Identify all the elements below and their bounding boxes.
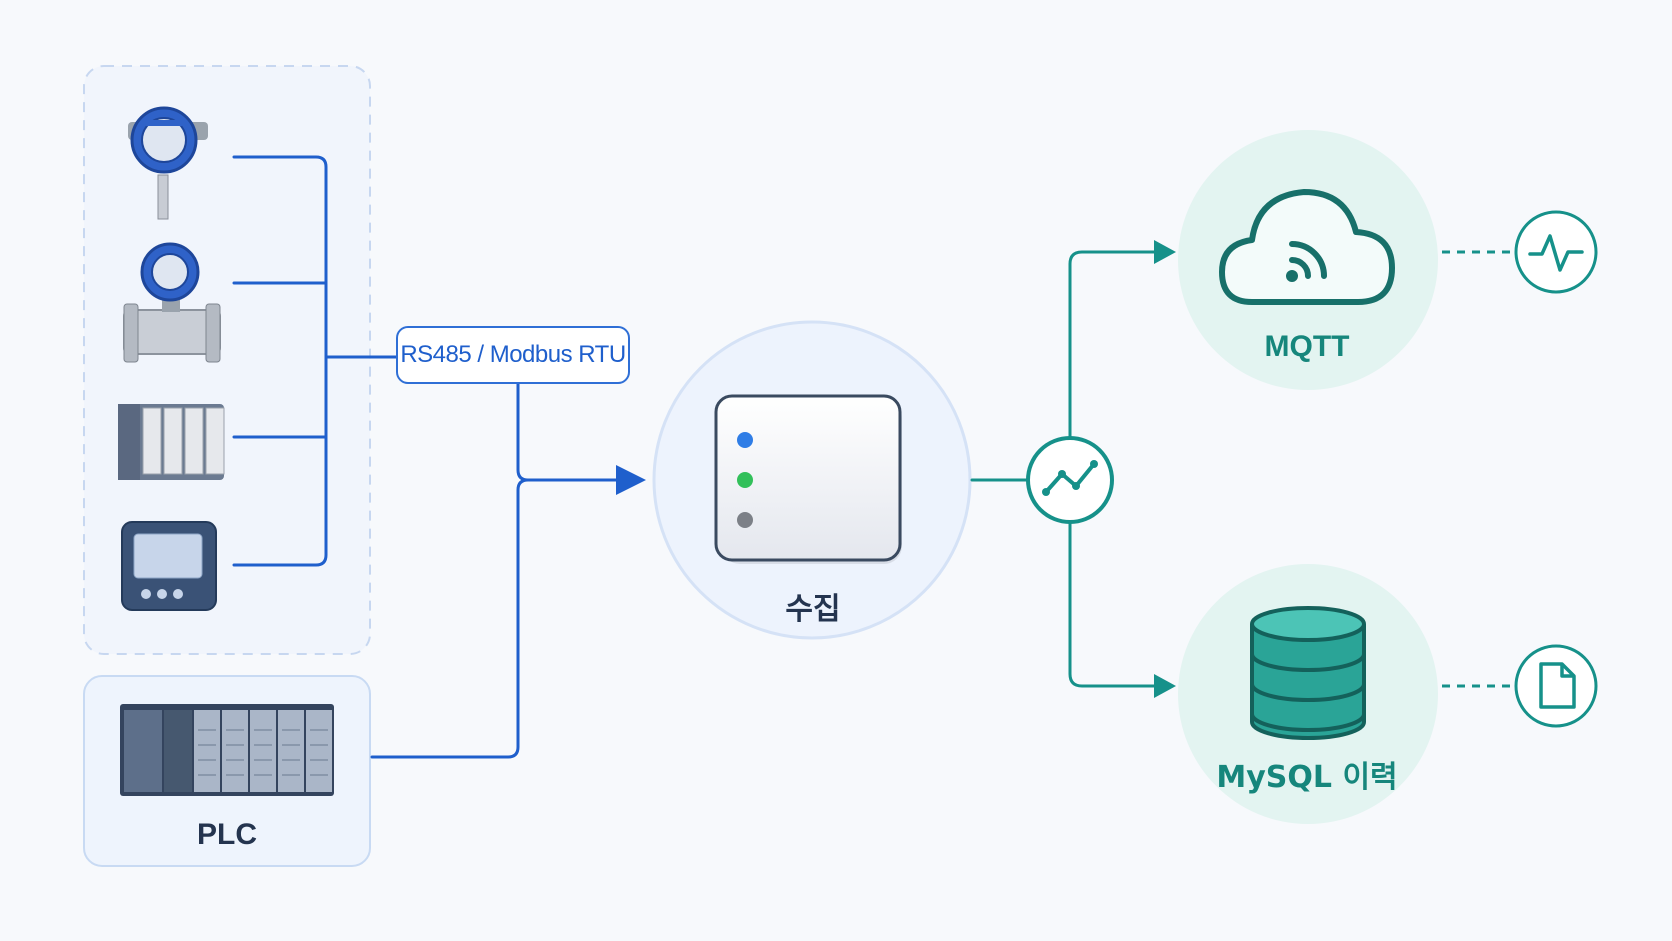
database-icon [1250, 606, 1366, 740]
plc-rack-icon [120, 704, 334, 796]
mysql-label: MySQL 이력 [1216, 760, 1398, 795]
cloud-wifi-icon [1219, 189, 1395, 305]
arrow-to-mysql [1154, 674, 1176, 698]
pressure-transmitter-icon [128, 106, 208, 220]
pulse-icon [1514, 210, 1598, 294]
mqtt-label: MQTT [1264, 330, 1350, 363]
collector-label: 수집 [785, 592, 841, 627]
rs485-bus-lines [232, 155, 646, 759]
document-icon [1514, 644, 1598, 728]
protocol-label: RS485 / Modbus RTU [396, 326, 630, 384]
flow-meter-icon [123, 242, 221, 363]
output-lines [970, 250, 1164, 688]
power-meter-icon [121, 521, 217, 611]
device-group [83, 65, 371, 655]
trend-icon [1026, 436, 1114, 524]
arrow-to-mqtt [1154, 240, 1176, 264]
server-box-icon [714, 394, 902, 564]
io-module-icon [118, 404, 225, 480]
plc-label: PLC [197, 818, 257, 851]
